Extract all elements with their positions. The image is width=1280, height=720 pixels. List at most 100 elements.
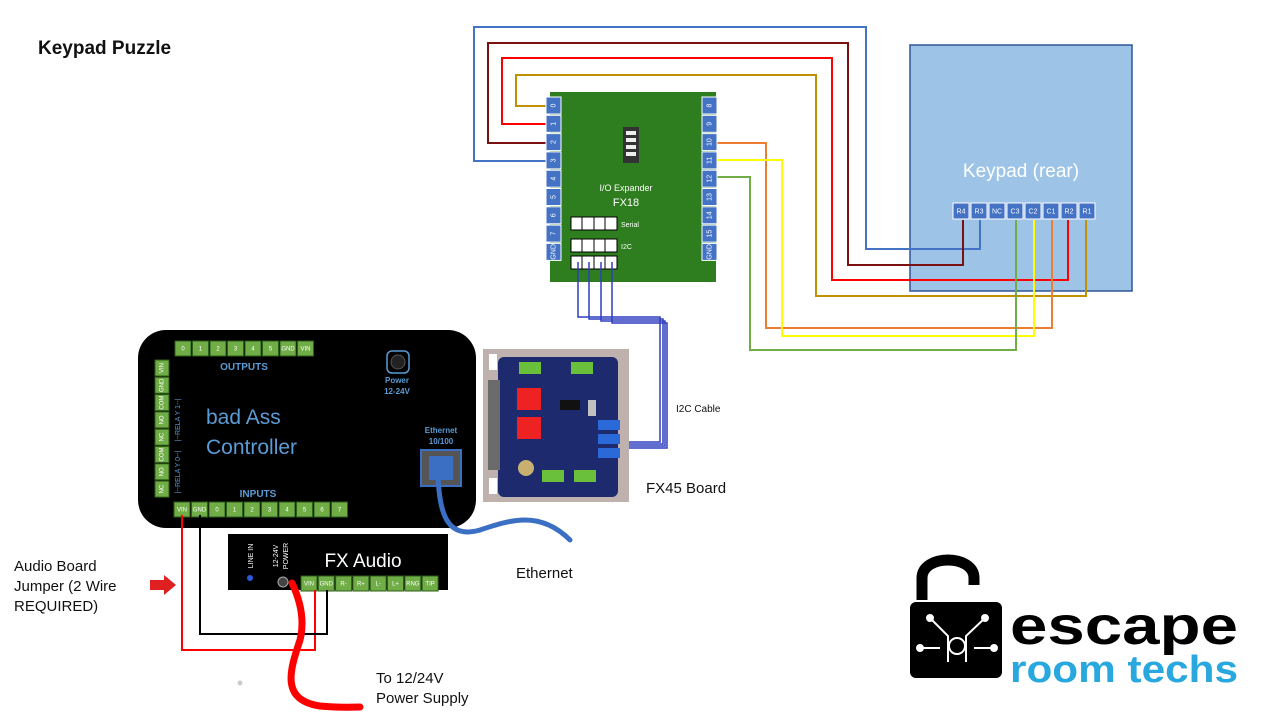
expander-left-pin-label-8: GND	[550, 244, 557, 260]
audio-line-in: LINE IN	[248, 544, 255, 569]
output-pin-7[interactable]	[297, 340, 314, 357]
power-label-2: 12-24V	[384, 387, 410, 396]
output-pin-5[interactable]	[262, 340, 279, 357]
output-pin-2[interactable]	[209, 340, 227, 357]
input-pin-3[interactable]	[226, 501, 243, 518]
keypad-pin-6[interactable]	[1060, 202, 1078, 220]
wire-r2	[716, 159, 1035, 337]
expander-left-pin-1[interactable]	[545, 114, 562, 133]
relay-pin-7[interactable]	[154, 480, 170, 498]
expander-right-pin-1[interactable]	[701, 114, 718, 133]
fx45-board	[483, 349, 629, 502]
output-pin-3[interactable]	[227, 340, 244, 357]
keypad-label: Keypad (rear)	[963, 161, 1079, 182]
audio-pin-2[interactable]	[335, 575, 353, 592]
expander-left-pin-6[interactable]	[545, 206, 562, 225]
keypad-pin-label-3: C3	[1011, 208, 1020, 215]
audio-pin-3[interactable]	[352, 575, 370, 592]
relay-pin-label-7: NC	[160, 484, 166, 493]
input-pin-label-0: VIN	[177, 508, 187, 514]
audio-pin-label-2: R-	[340, 582, 346, 588]
output-pin-6[interactable]	[279, 340, 297, 357]
keypad-pin-7[interactable]	[1078, 202, 1096, 220]
expander-right-pin-5[interactable]	[701, 188, 718, 206]
audio-pin-label-0: VIN	[304, 582, 314, 588]
relay-pin-0[interactable]	[154, 359, 170, 377]
input-pin-label-2: 0	[215, 508, 219, 514]
wire-c2	[515, 74, 1087, 297]
input-pin-label-9: 7	[338, 508, 342, 514]
relay-pin-2[interactable]	[154, 394, 170, 412]
output-pin-0[interactable]	[174, 340, 192, 357]
keypad-pin-5[interactable]	[1042, 202, 1060, 220]
expander-right-pin-7[interactable]	[701, 224, 718, 243]
relay-pin-6[interactable]	[154, 463, 170, 481]
expander-left-pin-3[interactable]	[545, 151, 562, 170]
expander-right-pin-3[interactable]	[701, 151, 718, 170]
expander-right-pin-label-1: 9	[706, 122, 713, 126]
input-pin-7[interactable]	[296, 501, 313, 518]
audio-pin-label-4: L-	[376, 582, 381, 588]
input-pin-6[interactable]	[278, 501, 296, 518]
relay-pin-4[interactable]	[154, 428, 170, 446]
input-pin-2[interactable]	[208, 501, 226, 518]
i2c-header-2	[570, 255, 618, 270]
expander-right-pin-0[interactable]	[701, 96, 718, 115]
line-in-jack[interactable]	[247, 575, 253, 581]
audio-pin-0[interactable]	[300, 575, 318, 592]
expander-left-pin-4[interactable]	[545, 169, 562, 188]
keypad-pin-0[interactable]	[952, 202, 970, 220]
keypad-pin-label-4: C2	[1029, 208, 1038, 215]
expander-right-pin-8[interactable]	[701, 242, 718, 261]
keypad-pin-2[interactable]	[988, 202, 1006, 220]
input-pin-5[interactable]	[261, 501, 278, 518]
input-pin-label-3: 1	[233, 508, 237, 514]
keypad-pin-4[interactable]	[1024, 202, 1042, 220]
expander-name: I/O Expander	[599, 183, 652, 193]
expander-right-pin-2[interactable]	[701, 133, 718, 152]
audio-pin-label-7: TIP	[425, 582, 434, 588]
jumper-red	[181, 515, 316, 651]
input-pin-4[interactable]	[243, 501, 261, 518]
input-pin-label-4: 2	[250, 508, 254, 514]
audio-pin-4[interactable]	[369, 575, 387, 592]
output-pin-label-3: 3	[234, 347, 238, 353]
power-note-line1: To 12/24V	[376, 670, 444, 687]
audio-power-jack[interactable]	[277, 576, 289, 588]
outputs-label: OUTPUTS	[220, 362, 268, 373]
keypad-wires	[473, 26, 1087, 351]
expander-left-pin-label-2: 2	[550, 140, 557, 144]
expander-left-pin-5[interactable]	[545, 188, 562, 206]
relay-pin-label-3: NO	[160, 415, 166, 424]
audio-pin-7[interactable]	[421, 575, 439, 592]
expander-left-pin-0[interactable]	[545, 96, 562, 115]
relay-pin-1[interactable]	[154, 376, 170, 394]
relay-pin-label-0: VIN	[160, 363, 166, 373]
input-pin-9[interactable]	[331, 501, 348, 518]
stray-dot	[237, 680, 243, 686]
output-pin-1[interactable]	[192, 340, 209, 357]
output-pin-4[interactable]	[244, 340, 262, 357]
jumper-arrow-icon	[150, 575, 176, 595]
keypad-pin-3[interactable]	[1006, 202, 1024, 220]
input-pin-8[interactable]	[313, 501, 331, 518]
expander-right-pin-4[interactable]	[701, 169, 718, 188]
relay-pin-label-1: GND	[160, 378, 166, 392]
power-cable	[287, 579, 364, 711]
expander-right-pin-6[interactable]	[701, 206, 718, 225]
keypad-pin-1[interactable]	[970, 202, 988, 220]
expander-left-pin-8[interactable]	[545, 242, 562, 261]
logo-word1: escape	[1010, 596, 1238, 656]
expander-left-pin-2[interactable]	[545, 133, 562, 152]
relay-pin-3[interactable]	[154, 411, 170, 429]
expander-left-pin-label-0: 0	[550, 103, 557, 107]
relay-pin-label-6: NO	[160, 467, 166, 476]
audio-pin-6[interactable]	[404, 575, 422, 592]
relay-pin-5[interactable]	[154, 446, 170, 463]
expander-left-pin-7[interactable]	[545, 224, 562, 243]
ethernet-label-2: 10/100	[429, 437, 454, 446]
audio-pin-5[interactable]	[387, 575, 404, 592]
